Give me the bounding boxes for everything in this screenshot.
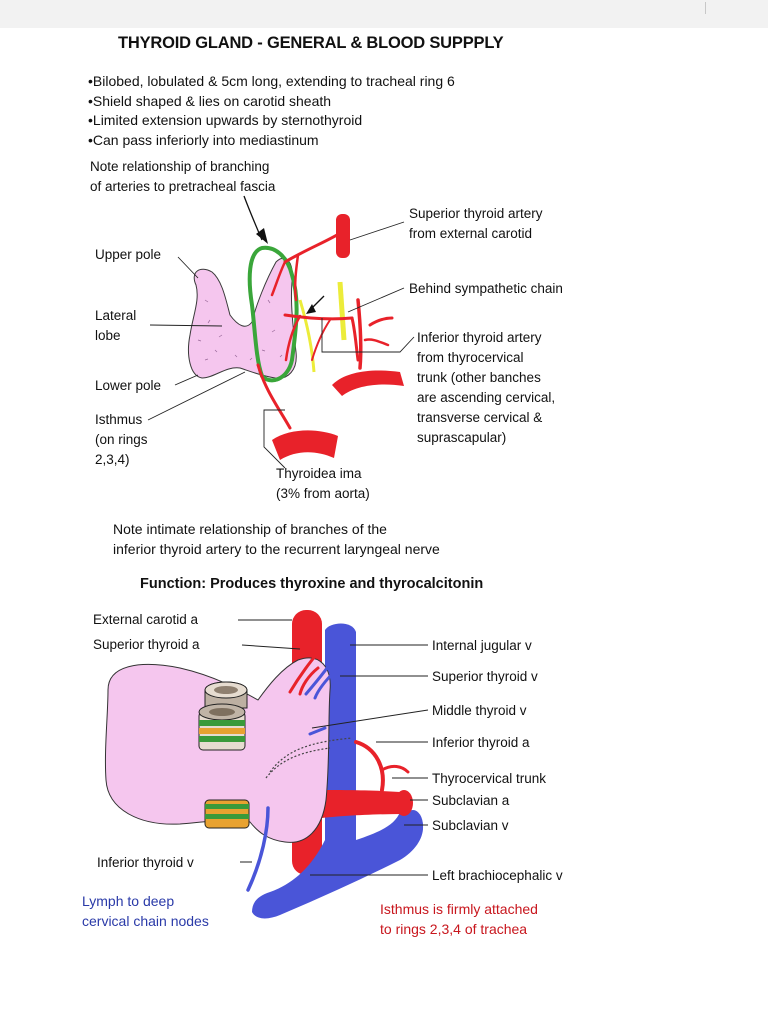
label-upper-pole: Upper pole [95,247,162,262]
fascia-arrow-2 [311,295,325,309]
label-external-carotid: External carotid a [93,612,199,627]
external-carotid-stump [336,214,350,258]
subclavian-artery [332,370,404,396]
note-line: of arteries to pretracheal fascia [90,179,276,194]
top-bar [0,0,768,28]
label-left-brachiocephalic: Left brachiocephalic v [432,868,563,883]
pretracheal-fascia [247,245,299,383]
recurrent-laryngeal-nerve [298,299,316,373]
arrowhead-icon [256,228,268,244]
isthmus-attachment-note: Isthmus is firmly attached to rings 2,3,… [380,901,538,937]
label-internal-jugular: Internal jugular v [432,638,532,653]
bullet-item: •Limited extension upwards by sternothyr… [88,112,363,128]
divider [705,2,706,14]
label-behind-sympathetic: Behind sympathetic chain [409,281,563,296]
nerve-note: Note intimate relationship of branches o… [113,521,440,557]
label-superior-thyroid-artery: Superior thyroid artery from external ca… [409,206,543,241]
label-middle-thyroid-v: Middle thyroid v [432,703,527,718]
function-heading: Function: Produces thyroxine and thyroca… [140,576,484,592]
sympathetic-chain [337,281,347,341]
bullet-item: •Shield shaped & lies on carotid sheath [88,92,332,109]
arrowhead-icon [306,304,316,314]
label-subclavian-v: Subclavian v [432,818,509,833]
label-inferior-thyroid-a: Inferior thyroid a [432,735,530,750]
page-title: THYROID GLAND - GENERAL & BLOOD SUPPPLY [118,34,504,52]
fascia-note: Note relationship of branching of arteri… [90,157,275,197]
label-lower-pole: Lower pole [95,378,162,393]
aortic-arch [272,430,338,460]
label-inferior-thyroid-artery: Inferior thyroid artery from thyrocervic… [417,330,556,445]
label-thyrocervical-trunk: Thyrocervical trunk [432,771,547,786]
label-lateral-lobe: Lateral lobe [95,308,137,343]
label-inferior-thyroid-v: Inferior thyroid v [97,855,194,870]
gland-texture [197,299,283,361]
label-isthmus: Isthmus (on rings 2,3,4) [95,412,148,467]
bullet-item: •Bilobed, lobulated & 5cm long, extendin… [88,73,455,89]
label-thyroidea-ima: Thyroidea ima (3% from aorta) [276,466,370,501]
label-superior-thyroid-v: Superior thyroid v [432,669,538,684]
leader-lines [147,221,415,469]
label-subclavian-a: Subclavian a [432,793,510,808]
bullet-item: •Can pass inferiorly into mediastinum [88,131,319,148]
lymph-note: Lymph to deep cervical chain nodes [82,893,209,929]
label-superior-thyroid-a: Superior thyroid a [93,637,200,652]
bullet-list: •Bilobed, lobulated & 5cm long, extendin… [88,72,455,150]
note-line: Note relationship of branching [90,159,270,174]
